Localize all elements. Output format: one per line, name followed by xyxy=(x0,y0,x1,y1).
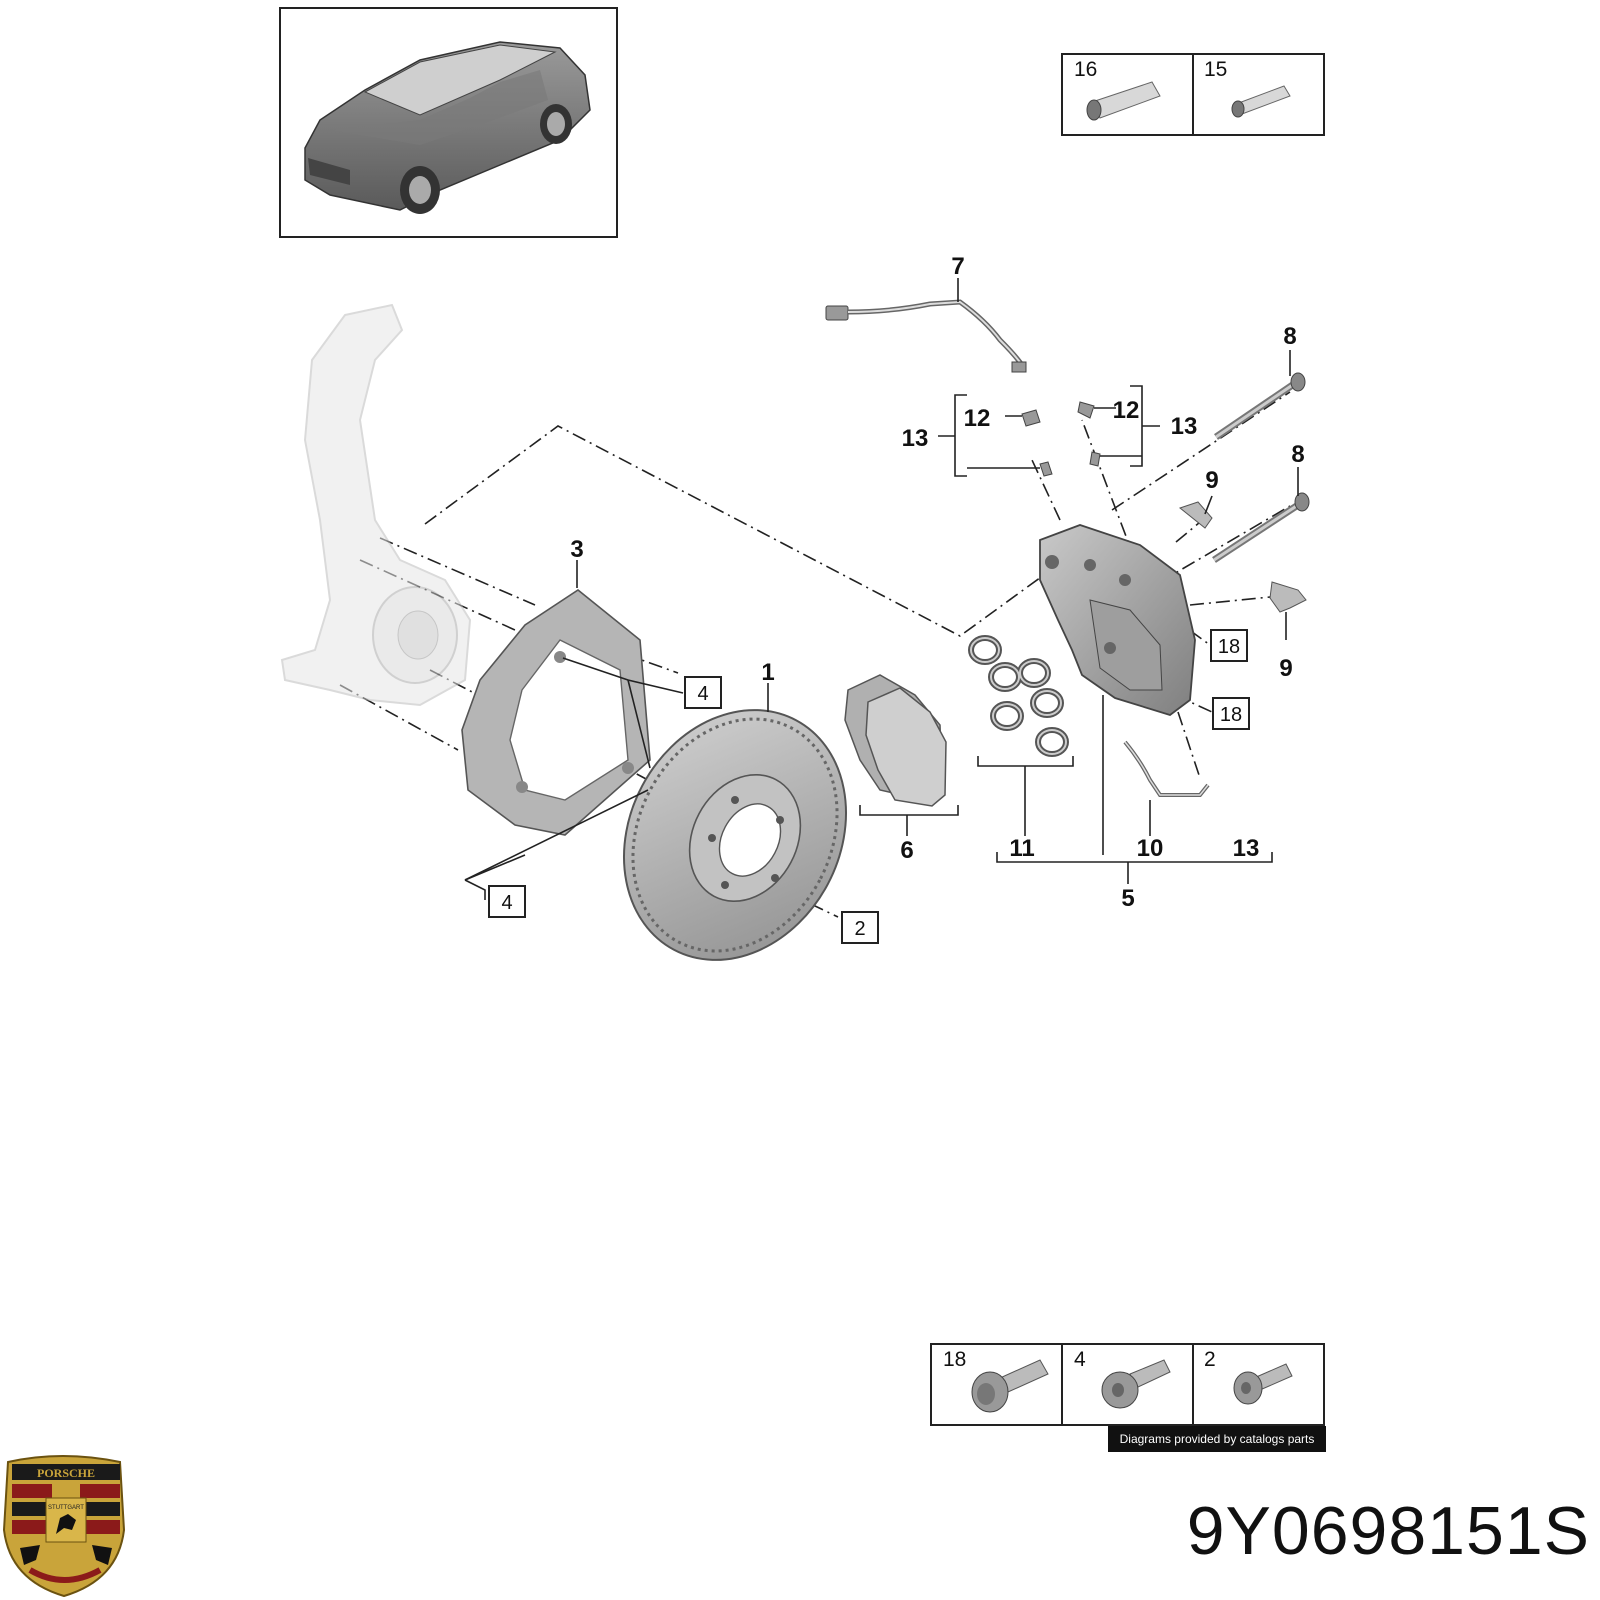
callout-8-bottom: 8 xyxy=(1291,441,1304,468)
grease-tube-large-icon xyxy=(1086,81,1161,121)
flange-bolt-icon xyxy=(1101,1359,1171,1409)
callout-10: 10 xyxy=(1137,835,1164,862)
wear-sensor xyxy=(825,299,1027,373)
callout-8-top: 8 xyxy=(1283,323,1296,350)
legend-bottom: 18 4 2 xyxy=(930,1343,1325,1426)
callout-11: 11 xyxy=(1009,835,1034,862)
legend-label-16: 16 xyxy=(1074,58,1097,81)
callout-9-top: 9 xyxy=(1205,467,1218,494)
legend-label-15: 15 xyxy=(1204,58,1227,81)
callout-1: 1 xyxy=(761,659,774,686)
boxed-callouts: 4 4 2 18 18 xyxy=(488,629,1250,944)
legend-label-4: 4 xyxy=(1074,1348,1086,1371)
countersunk-bolt-icon xyxy=(1233,1363,1293,1405)
seal-rings xyxy=(968,635,1069,757)
callout-9-bottom: 9 xyxy=(1279,655,1292,682)
legend-label-2: 2 xyxy=(1204,1348,1216,1371)
callout-13-left: 13 xyxy=(902,425,929,452)
part-number: 9Y0698151S xyxy=(1186,1493,1590,1569)
suv-car-icon xyxy=(304,41,591,214)
callout-labels: 3 1 7 8 8 9 9 12 12 13 13 6 11 10 13 5 xyxy=(570,253,1304,912)
legend-label-18: 18 xyxy=(943,1348,966,1371)
porsche-crest-logo: PORSCHE STUTTGART xyxy=(2,1455,126,1598)
grease-tube-small-icon xyxy=(1231,85,1291,118)
brake-disc xyxy=(623,709,847,961)
crest-wordmark: PORSCHE xyxy=(37,1466,95,1480)
legend-top: 16 15 xyxy=(1061,53,1325,136)
boxed-4-bottom: 4 xyxy=(501,892,512,914)
caliper-bolts xyxy=(1212,372,1310,563)
splined-bolt-icon xyxy=(971,1359,1049,1413)
callout-3: 3 xyxy=(570,536,583,563)
callout-5: 5 xyxy=(1121,885,1134,912)
callout-13-right: 13 xyxy=(1171,413,1198,440)
brake-caliper xyxy=(1039,524,1196,716)
steering-knuckle xyxy=(280,303,472,707)
retaining-springs xyxy=(1178,501,1307,613)
vehicle-thumbnail xyxy=(279,7,618,238)
callout-12-left: 12 xyxy=(964,405,991,432)
callout-12-right: 12 xyxy=(1113,397,1140,424)
leader-lines xyxy=(464,278,1299,900)
brake-pads xyxy=(844,674,947,807)
boxed-2: 2 xyxy=(854,918,865,940)
bleeder-valves xyxy=(1021,401,1101,477)
boxed-18-top: 18 xyxy=(1218,636,1240,658)
diagram-credit-banner: Diagrams provided by catalogs parts xyxy=(1108,1426,1326,1452)
dust-shield xyxy=(461,589,651,836)
callout-13-bottom: 13 xyxy=(1233,835,1260,862)
callout-7: 7 xyxy=(951,253,964,280)
crest-subtext: STUTTGART xyxy=(48,1505,84,1511)
brake-hose xyxy=(1123,740,1210,797)
horse-icon xyxy=(56,1514,76,1534)
callout-6: 6 xyxy=(900,837,913,864)
boxed-18-bottom: 18 xyxy=(1220,704,1242,726)
boxed-4-top: 4 xyxy=(697,683,708,705)
